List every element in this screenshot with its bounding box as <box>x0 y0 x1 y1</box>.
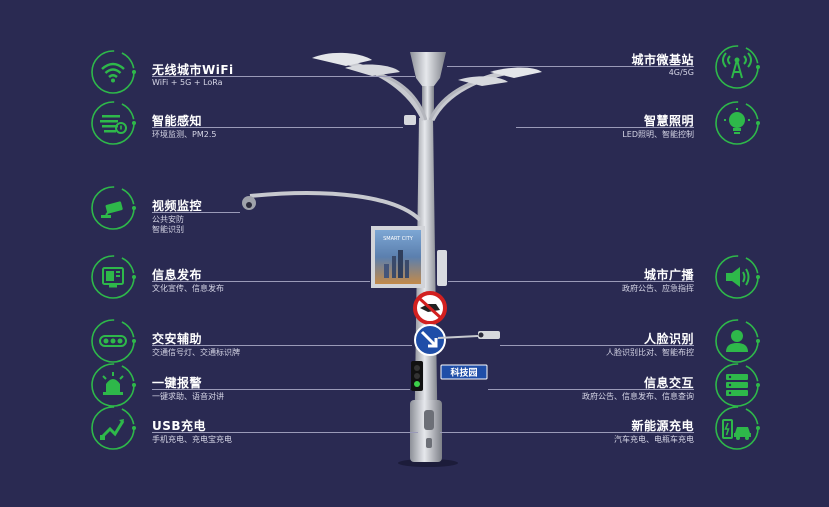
screen-title: SMART CITY <box>383 236 414 242</box>
feature-info: 信息发布文化宣传、信息发布 <box>88 252 370 302</box>
feature-broadcast: 城市广播政府公告、应急指挥 <box>448 252 762 302</box>
env-sensor <box>404 115 416 125</box>
leader-line <box>152 76 415 77</box>
feature-title: 信息发布 <box>152 268 203 282</box>
lamp-head-right-1 <box>490 67 542 78</box>
traffic-light-green <box>414 381 420 387</box>
server-icon <box>712 360 762 410</box>
leader-line <box>440 432 694 433</box>
feature-subtitle: 环境监测、PM2.5 <box>152 130 217 139</box>
feature-title: 交安辅助 <box>152 332 203 346</box>
feature-subtitle: 4G/5G <box>668 68 694 77</box>
leader-line <box>152 127 403 128</box>
traffic-light-red <box>414 365 420 371</box>
leader-line <box>152 432 418 433</box>
feature-lighting: 智慧照明 LED照明、智能控制 <box>516 98 762 148</box>
traffic-light-yellow <box>414 373 420 379</box>
feature-title: 智能感知 <box>152 114 203 128</box>
feature-subtitle: 汽车充电、电瓶车充电 <box>614 435 694 444</box>
screen-building-4 <box>384 264 389 278</box>
leader-line <box>152 212 240 213</box>
bulb-icon <box>712 98 762 148</box>
lamp-arm-left <box>344 59 427 122</box>
feature-face: 人脸识别人脸识别比对、智能布控 <box>500 316 762 366</box>
feature-title: 一键报警 <box>152 376 203 390</box>
leader-line <box>500 345 694 346</box>
feature-title: 信息交互 <box>643 376 694 390</box>
display-icon <box>88 252 138 302</box>
face-camera-arm <box>437 335 479 339</box>
leader-line <box>152 281 370 282</box>
sensor-icon <box>88 98 138 148</box>
feature-traffic: 交安辅助交通信号灯、交通标识牌 <box>88 316 412 366</box>
leader-line <box>448 281 694 282</box>
feature-subtitle: 一键求助、语音对讲 <box>152 392 224 401</box>
leader-line <box>516 127 694 128</box>
feature-ev: 新能源充电汽车充电、电瓶车充电 <box>440 403 762 453</box>
speaker-icon <box>712 252 762 302</box>
face-camera <box>478 331 500 339</box>
feature-title: 无线城市WiFi <box>152 63 234 77</box>
feature-title: 城市广播 <box>643 268 694 282</box>
feature-title: 新能源充电 <box>631 419 694 433</box>
usb-charge-icon <box>88 403 138 453</box>
leader-line <box>152 345 412 346</box>
ev-charge-icon <box>712 403 762 453</box>
feature-interact: 信息交互政府公告、信息发布、信息查询 <box>488 360 762 410</box>
face-camera-lens <box>478 332 484 338</box>
traffic-light-icon <box>88 316 138 366</box>
leader-line <box>488 389 694 390</box>
feature-subtitle: WiFi + 5G + LoRa <box>152 78 223 87</box>
feature-title: 城市微基站 <box>631 53 694 67</box>
feature-subtitle: 交通信号灯、交通标识牌 <box>152 348 240 357</box>
feature-alarm: 一键报警一键求助、语音对讲 <box>88 360 410 410</box>
charge-port <box>424 410 434 430</box>
street-sign <box>440 364 488 380</box>
feature-subtitle: 政府公告、信息发布、信息查询 <box>582 392 694 401</box>
direction-arrow <box>420 330 438 348</box>
leader-line <box>447 66 694 67</box>
lamp-arm-left-2 <box>377 72 428 121</box>
face-icon <box>712 316 762 366</box>
feature-title: 智慧照明 <box>643 114 694 128</box>
feature-title: 人脸识别 <box>643 332 694 346</box>
camera-lens <box>246 202 252 208</box>
camera-arm <box>249 191 422 222</box>
no-horn-slash <box>417 296 443 320</box>
screen-building-3 <box>405 260 409 278</box>
feature-subtitle: LED照明、智能控制 <box>622 130 694 139</box>
feature-subtitle: 人脸识别比对、智能布控 <box>606 348 694 357</box>
feature-subtitle: 公共安防 <box>152 215 184 224</box>
lamp-head-left-2 <box>345 64 400 76</box>
feature-usb: USB充电手机充电、充电宝充电 <box>88 403 418 453</box>
wifi-icon <box>88 47 138 97</box>
feature-title: 视频监控 <box>152 199 203 213</box>
feature-subtitle: 文化宣传、信息发布 <box>152 284 224 293</box>
lamp-head-left-1 <box>312 52 372 66</box>
leader-line <box>152 389 410 390</box>
feature-subtitle: 智能识别 <box>152 225 184 234</box>
alarm-icon <box>88 360 138 410</box>
speaker-box <box>437 250 447 286</box>
antenna-icon <box>712 42 762 92</box>
feature-subtitle: 政府公告、应急指挥 <box>622 284 694 293</box>
screen-building-2 <box>398 250 403 278</box>
feature-title: USB充电 <box>152 419 207 433</box>
usb-port <box>426 438 432 448</box>
lamp-head-right-2 <box>458 76 508 86</box>
feature-video: 视频监控公共安防智能识别 <box>88 183 240 234</box>
micro-station-housing <box>410 52 446 86</box>
camera-icon <box>88 183 138 233</box>
feature-sensing: 智能感知环境监测、PM2.5 <box>88 98 403 148</box>
pole-top <box>422 86 434 120</box>
screen-building-1 <box>392 256 396 278</box>
street-sign-text: 科技园 <box>450 367 477 379</box>
feature-subtitle: 手机充电、充电宝充电 <box>152 435 232 444</box>
